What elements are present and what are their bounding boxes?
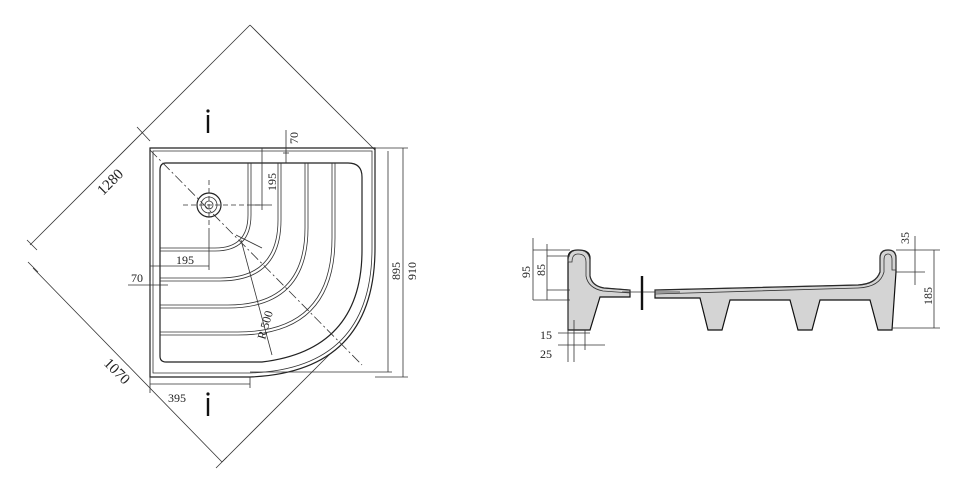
drain [183,180,262,230]
dimension-70-left: 70 [128,271,168,289]
diagonal-dimension-lines [26,24,376,469]
label-70-top: 70 [287,132,301,144]
diagonal-centre-line [149,149,363,366]
label-70-left: 70 [131,271,143,285]
tray-outline [149,147,376,378]
label-1280: 1280 [95,166,128,199]
plan-view: 70 195 195 70 R 500 [26,24,419,469]
dimension-height: 895 910 [250,147,419,378]
label-1070: 1070 [100,356,133,389]
label-395: 395 [168,391,186,405]
section-view: 95 85 15 25 35 185 [519,232,940,362]
label-85: 85 [534,264,548,276]
section-left-dimensions: 95 85 15 25 [519,238,605,362]
tray-body-section [654,249,897,331]
dimension-radius: R 500 [235,234,276,356]
basin-edge [159,162,363,363]
label-195-vertical: 195 [265,173,279,191]
dimension-395: 395 [149,377,251,405]
label-radius: R 500 [254,309,275,341]
dimension-195-horizontal: 195 [150,230,210,270]
step-grooves [160,163,336,336]
label-895: 895 [389,262,403,280]
label-195-horizontal: 195 [176,253,194,267]
label-95: 95 [519,266,533,278]
section-right-dimensions: 35 185 [892,232,940,329]
dimension-70-top: 70 [283,130,301,163]
label-35: 35 [898,232,912,244]
label-910: 910 [405,262,419,280]
dimension-195-vertical: 195 [252,148,279,210]
label-25: 25 [540,347,552,361]
tray-rim-inner [152,150,373,374]
label-185: 185 [921,287,935,305]
section-markers [206,109,210,416]
label-15: 15 [540,328,552,342]
